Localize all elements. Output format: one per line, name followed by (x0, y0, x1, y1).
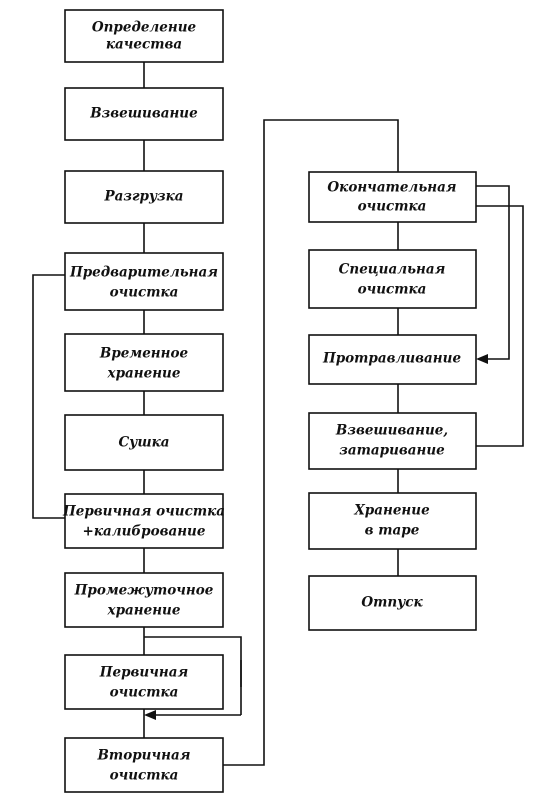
process-box-label: очистка (110, 285, 179, 301)
process-box-label: Сушка (119, 435, 170, 451)
process-box-label: Протравливание (322, 351, 462, 367)
bypass-loop-to-weighing-packing (476, 205, 524, 447)
connectors (32, 62, 524, 766)
process-box: Промежуточное хранение (64, 572, 224, 628)
process-box-label: Первичная очистка (62, 504, 225, 520)
process-box-label: затаривание (339, 443, 445, 459)
process-box-frame (64, 654, 224, 710)
process-box: Окончательная очистка (308, 171, 477, 223)
process-box: Временное хранение (64, 333, 224, 392)
process-box-label: Промежуточное (74, 583, 214, 599)
process-box: Протравливание (308, 334, 477, 385)
process-box-frame (64, 87, 224, 141)
process-box-label: очистка (110, 768, 179, 784)
process-box-label: Временное (99, 346, 189, 362)
process-box-frame (64, 333, 224, 392)
process-box-frame (64, 170, 224, 224)
process-box-label: Первичная (99, 665, 188, 681)
process-box-label: Взвешивание (89, 106, 198, 122)
process-box-label: +калибрование (83, 524, 206, 540)
process-box-label: очистка (110, 685, 179, 701)
process-box-frame (308, 412, 477, 470)
process-box: Взвешивание (64, 87, 224, 141)
connector-secondary-to-final-cleaning (222, 119, 399, 766)
process-box-frame (308, 171, 477, 223)
process-box-label: хранение (107, 366, 181, 382)
process-box-frame (308, 334, 477, 385)
process-box-frame (64, 252, 224, 311)
process-box-frame (64, 9, 224, 63)
process-box-label: Специальная (339, 262, 446, 278)
bypass-loop-primary-cleaning (144, 636, 242, 662)
process-box-label: Хранение (353, 503, 430, 519)
process-box: Отпуск (308, 575, 477, 631)
dressing-arrowhead (476, 354, 488, 364)
process-box-label: Взвешивание, (335, 423, 448, 439)
bypass-loop-drying (32, 274, 65, 519)
process-box-label: качества (106, 37, 182, 53)
process-box: Первичная очистка +калибрование (62, 493, 225, 549)
process-box-frame (308, 492, 477, 550)
process-box: Взвешивание, затаривание (308, 412, 477, 470)
process-box-frame (64, 414, 224, 471)
process-box: Первичная очистка (64, 654, 224, 710)
process-box-label: Вторичная (97, 748, 191, 764)
process-box-label: Определение (92, 20, 197, 36)
process-box-frame (308, 249, 477, 309)
process-box-label: хранение (107, 603, 181, 619)
process-box-frame (64, 737, 224, 793)
bypass-loop-to-dressing (476, 185, 510, 360)
process-box: Специальная очистка (308, 249, 477, 309)
process-box: Определение качества (64, 9, 224, 63)
process-box-label: в таре (365, 523, 420, 539)
process-box: Предварительная очистка (64, 252, 224, 311)
process-box: Вторичная очистка (64, 737, 224, 793)
process-box-label: Отпуск (361, 595, 423, 611)
bypass-arrowhead (144, 710, 156, 720)
process-box: Разгрузка (64, 170, 224, 224)
process-box-frame (308, 575, 477, 631)
process-box-frame (64, 493, 224, 549)
process-box: Хранение в таре (308, 492, 477, 550)
process-box-label: Предварительная (69, 265, 218, 281)
process-box-label: очистка (358, 282, 427, 298)
process-box: Сушка (64, 414, 224, 471)
process-box-label: очистка (358, 199, 427, 215)
process-box-label: Разгрузка (103, 189, 183, 205)
process-box-frame (64, 572, 224, 628)
process-box-label: Окончательная (327, 180, 456, 196)
